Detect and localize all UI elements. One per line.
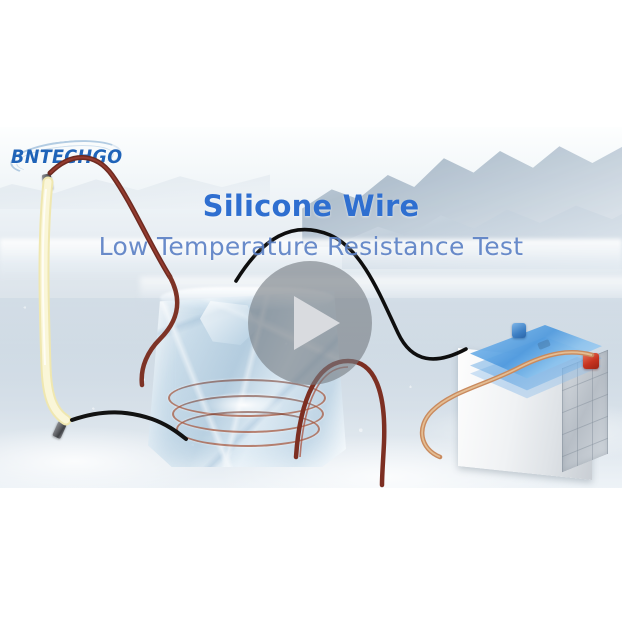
page-title: Silicone Wire — [202, 189, 420, 223]
black-wire-to-battery — [234, 227, 468, 361]
wire-connections — [38, 155, 595, 488]
play-triangle-icon — [294, 296, 340, 350]
copper-wire-highlight — [421, 351, 593, 458]
battery-negative-terminal — [512, 323, 526, 338]
battery-positive-terminal — [583, 353, 599, 369]
copper-wire-to-positive-terminal — [419, 350, 595, 460]
red-wire-arc-middle — [293, 358, 387, 488]
red-wire-upper-left-highlight — [49, 156, 171, 278]
black-wire-lower-left — [70, 410, 188, 441]
red-wire-into-ice — [139, 274, 180, 388]
car-battery — [452, 319, 612, 481]
video-player-thumbnail[interactable]: BNTECHGO — [0, 127, 622, 488]
play-button[interactable] — [248, 261, 372, 385]
silicone-tube-highlight — [41, 188, 47, 366]
coiled-wire-loop-3 — [176, 411, 320, 447]
page-subtitle: Low Temperature Resistance Test — [98, 232, 524, 261]
